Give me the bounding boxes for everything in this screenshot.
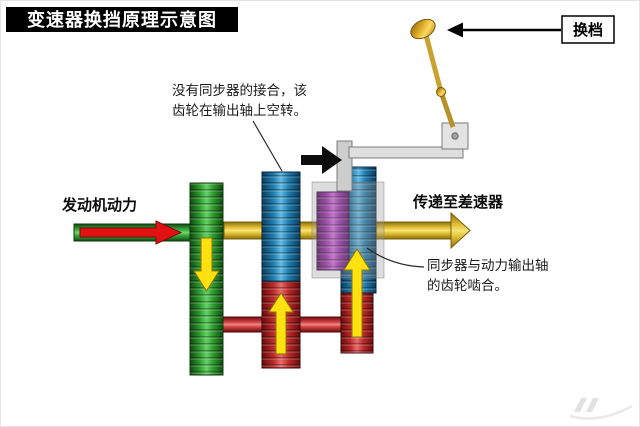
power-flow-up-arrow-2-icon bbox=[343, 248, 371, 338]
engine-power-arrow-icon bbox=[79, 220, 183, 245]
lever-lower bbox=[438, 91, 456, 128]
idle-gear-pointer-line bbox=[252, 120, 283, 172]
sync-mesh-annotation: 同步器与动力输出轴 的齿轮啮合。 bbox=[366, 247, 549, 294]
idle-gear-annotation-line1: 没有同步器的接合，该 bbox=[172, 82, 307, 99]
lever-joint bbox=[436, 87, 446, 97]
watermark-logo bbox=[569, 398, 633, 420]
page-title: 变速器换挡原理示意图 bbox=[27, 9, 217, 31]
gearshift-callout-arrow-icon bbox=[447, 22, 463, 38]
output-shaft-tip bbox=[450, 211, 471, 250]
idle-gear-annotation: 没有同步器的接合，该 齿轮在输出轴上空转。 bbox=[172, 82, 307, 172]
output-gear-blue-1 bbox=[261, 171, 301, 293]
to-differential-label: 传递至差速器 bbox=[412, 193, 504, 211]
gearshift-callout: 换档 bbox=[447, 15, 615, 44]
power-flow-down-arrow-icon bbox=[193, 237, 220, 292]
shift-rod bbox=[348, 146, 464, 159]
shift-linkage bbox=[336, 18, 469, 192]
idle-gear-annotation-line2: 齿轮在输出轴上空转。 bbox=[172, 103, 307, 119]
power-flow-up-arrow-1-icon bbox=[268, 292, 294, 355]
sync-mesh-pointer-line bbox=[366, 247, 425, 268]
sync-mesh-annotation-line1: 同步器与动力输出轴 bbox=[427, 258, 549, 274]
shift-direction-arrow-icon bbox=[301, 146, 342, 174]
sync-mesh-annotation-line2: 的齿轮啮合。 bbox=[427, 278, 508, 294]
synchronizer-sleeve bbox=[316, 191, 350, 271]
lever-upper bbox=[423, 34, 444, 93]
title-bar: 变速器换挡原理示意图 bbox=[6, 7, 238, 32]
gearshift-label-box bbox=[561, 15, 615, 44]
gearshift-label: 换档 bbox=[573, 21, 603, 39]
lever-pivot bbox=[451, 132, 459, 140]
shift-fork bbox=[336, 140, 353, 192]
engine-power-label: 发动机动力 bbox=[61, 196, 137, 214]
shift-knob bbox=[410, 18, 436, 40]
